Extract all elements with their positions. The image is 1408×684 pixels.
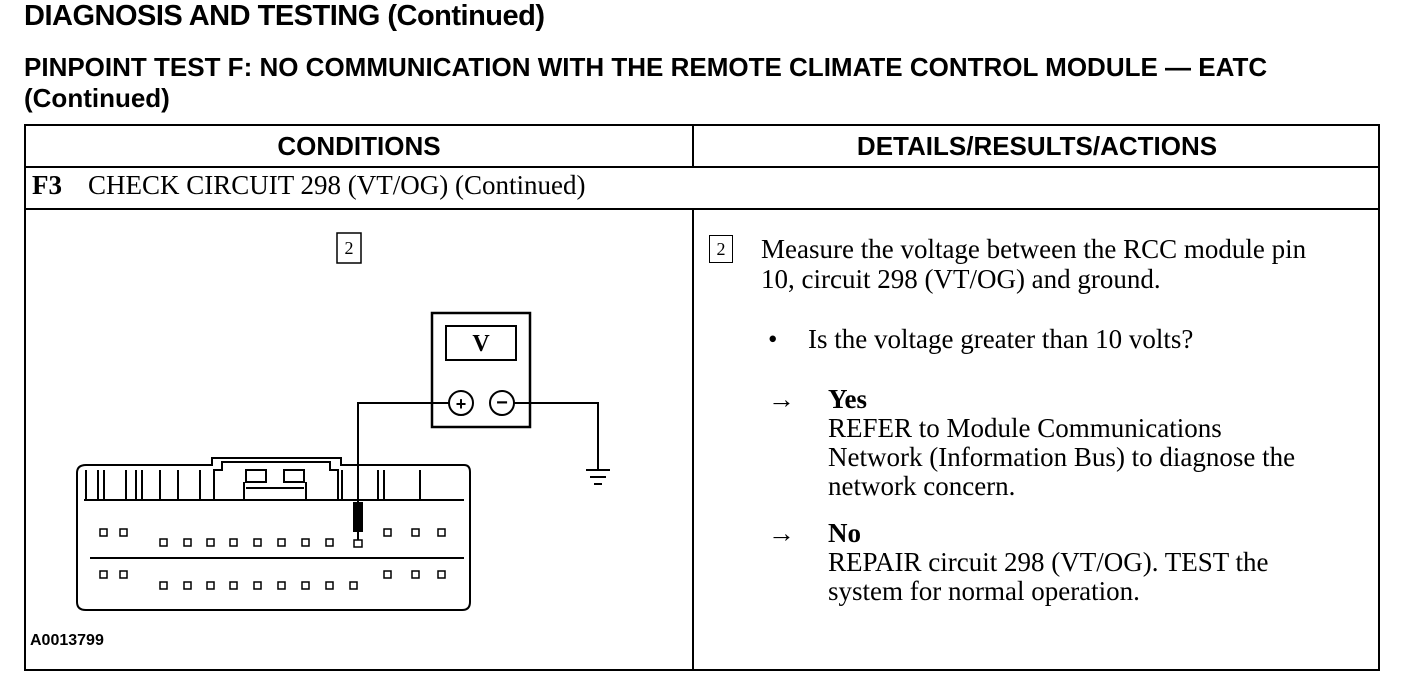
instruction-line-1: Measure the voltage between the RCC modu…: [761, 234, 1307, 264]
voltmeter-icon: V + −: [430, 311, 532, 429]
pinpoint-test-title: PINPOINT TEST F: NO COMMUNICATION WITH T…: [24, 52, 1268, 113]
connector-pins-row-2: [99, 570, 446, 590]
meter-symbol: V: [472, 331, 490, 357]
yes-label: Yes: [828, 384, 867, 414]
page-title: DIAGNOSIS AND TESTING (Continued): [24, 0, 545, 32]
step-title: CHECK CIRCUIT 298 (VT/OG) (Continued): [88, 170, 586, 200]
arrow-icon: →: [768, 518, 795, 548]
header-row-divider: [26, 166, 1378, 168]
yes-line-1: REFER to Module Communications: [828, 413, 1222, 443]
figure-step-number: 2: [345, 238, 354, 258]
minus-symbol: −: [496, 392, 508, 414]
arrow-icon: →: [768, 384, 795, 414]
ground-symbol-icon: [586, 469, 610, 485]
step-row-title: F3 CHECK CIRCUIT 298 (VT/OG) (Continued): [32, 170, 585, 201]
no-label: No: [828, 518, 861, 548]
step-row-divider: [26, 208, 1378, 210]
no-line-2: system for normal operation.: [828, 576, 1140, 606]
yes-line-3: network concern.: [828, 471, 1016, 501]
pinpoint-test-table: CONDITIONS DETAILS/RESULTS/ACTIONS F3 CHE…: [24, 124, 1380, 671]
instruction-line-2: 10, circuit 298 (VT/OG) and ground.: [761, 264, 1161, 294]
details-column-header: DETAILS/RESULTS/ACTIONS: [856, 131, 1218, 161]
conditions-column-header: CONDITIONS: [277, 131, 441, 161]
column-divider: [692, 210, 694, 671]
column-divider-top: [692, 126, 694, 168]
plus-symbol: +: [456, 394, 467, 414]
positive-lead: [357, 402, 449, 505]
figure-step-box: [336, 232, 362, 264]
no-line-1: REPAIR circuit 298 (VT/OG). TEST the: [828, 547, 1269, 577]
yes-line-2: Network (Information Bus) to diagnose th…: [828, 442, 1296, 472]
connector-pins-row-1: [99, 528, 446, 547]
negative-lead: [514, 402, 599, 470]
details-step-number: 2: [709, 235, 733, 263]
bullet-icon: •: [768, 324, 778, 354]
connector-icon: [76, 457, 471, 611]
probe-icon: [353, 502, 363, 548]
question-text: Is the voltage greater than 10 volts?: [808, 324, 1194, 354]
figure-id: A0013799: [30, 632, 104, 649]
step-code: F3: [32, 170, 62, 200]
